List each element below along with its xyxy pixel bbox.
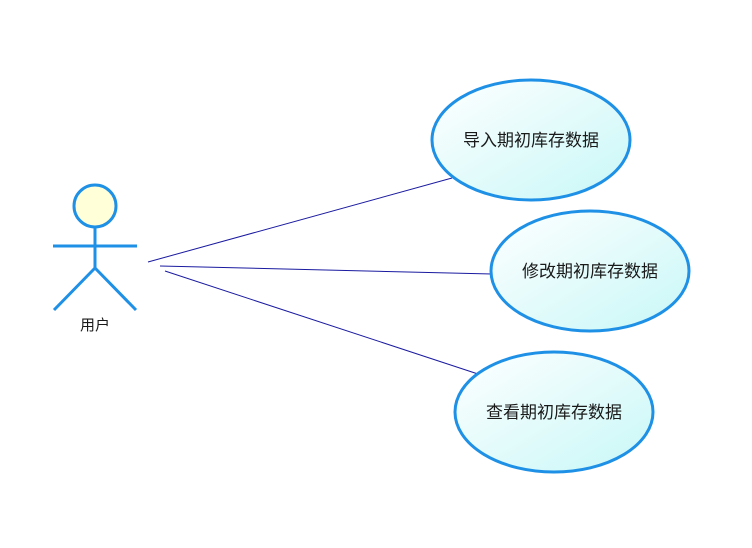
use-case-import-ellipse [430,78,632,202]
actor-label: 用户 [80,316,110,334]
association-line-view[interactable] [164,270,479,375]
use-case-import[interactable]: 导入期初库存数据 [430,78,632,202]
use-case-modify-label: 修改期初库存数据 [522,262,658,282]
use-case-view-label: 查看期初库存数据 [486,403,622,423]
use-case-view-ellipse [453,350,655,474]
actor-left-leg [52,266,97,312]
associations [147,177,493,375]
use-case-view[interactable]: 查看期初库存数据 [453,350,655,474]
actor-user[interactable]: 用户 [52,183,138,334]
actor-right-leg [93,266,138,312]
association-line-import[interactable] [147,177,453,263]
use-case-modify[interactable]: 修改期初库存数据 [489,209,691,333]
actor-head [72,183,118,229]
association-line-modify[interactable] [159,265,493,275]
use-case-modify-ellipse [489,209,691,333]
use-case-import-label: 导入期初库存数据 [463,131,599,151]
